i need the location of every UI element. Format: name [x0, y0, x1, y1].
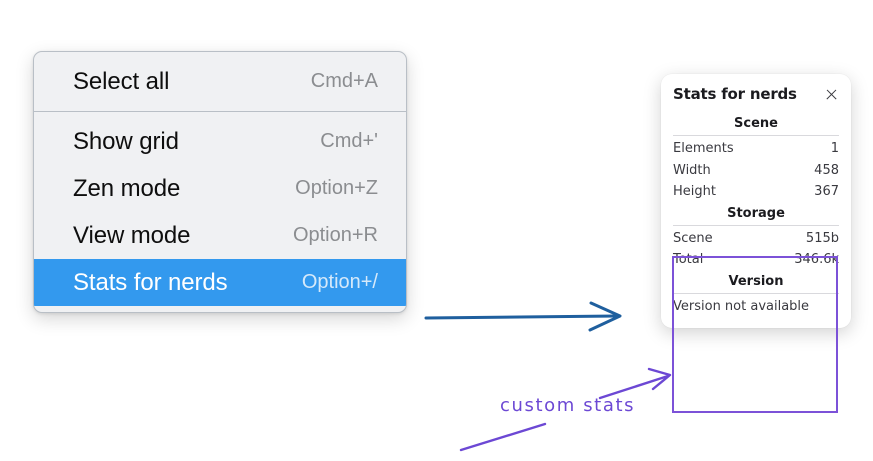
section-heading-scene: Scene	[734, 116, 778, 131]
menu-item-zen-mode[interactable]: Zen mode Option+Z	[34, 165, 406, 212]
menu-item-shortcut: Option+/	[301, 271, 378, 293]
stat-row-width: Width 458	[673, 160, 839, 182]
menu-separator	[34, 111, 406, 112]
menu-item-label: Show grid	[73, 127, 179, 155]
stat-key: Scene	[673, 230, 713, 246]
menu-item-label: Select all	[73, 67, 170, 95]
stat-key: Total	[673, 252, 704, 268]
stat-key: Width	[673, 162, 711, 178]
close-icon[interactable]	[824, 87, 839, 102]
menu-item-label: View mode	[73, 221, 191, 249]
menu-item-label: Zen mode	[73, 174, 181, 202]
stat-row-storage-total: Total 346.6k	[673, 249, 839, 271]
section-heading-version: Version	[728, 273, 784, 289]
section-scene: Scene Elements 1 Width 458 Height 367	[673, 113, 839, 203]
annotation-label-custom-stats: custom stats	[500, 395, 636, 416]
stats-for-nerds-panel: Stats for nerds Scene Elements 1 Width 4…	[661, 74, 851, 328]
menu-group-selection: Select all Cmd+A	[34, 52, 406, 111]
panel-title: Stats for nerds	[673, 85, 797, 103]
menu-item-shortcut: Option+Z	[295, 177, 378, 199]
stat-value: 515b	[805, 230, 839, 246]
menu-item-shortcut: Cmd+A	[310, 70, 378, 92]
section-divider	[673, 292, 839, 294]
stat-value: 458	[814, 162, 839, 178]
purple-arrow-to-highlight	[598, 367, 672, 400]
version-text: Version not available	[673, 298, 810, 314]
menu-item-shortcut: Option+R	[292, 224, 378, 246]
stat-key: Elements	[673, 141, 734, 156]
menu-item-shortcut: Cmd+'	[320, 130, 378, 152]
section-divider	[673, 224, 839, 226]
purple-underline-stroke	[459, 422, 547, 452]
section-storage: Storage Scene 515b Total 346.6k	[673, 203, 839, 271]
section-heading-storage: Storage	[727, 205, 785, 221]
stat-value: 346.6k	[794, 252, 839, 268]
menu-group-view: Show grid Cmd+' Zen mode Option+Z View m…	[34, 112, 406, 312]
menu-item-view-mode[interactable]: View mode Option+R	[34, 212, 406, 259]
menu-item-stats-for-nerds[interactable]: Stats for nerds Option+/	[34, 259, 406, 306]
canvas-context-menu[interactable]: Select all Cmd+A Show grid Cmd+' Zen mod…	[33, 51, 407, 313]
stat-key: Height	[673, 184, 716, 200]
stat-value: 1	[830, 141, 839, 156]
panel-header: Stats for nerds	[673, 85, 839, 103]
menu-item-label: Stats for nerds	[73, 268, 228, 296]
menu-item-show-grid[interactable]: Show grid Cmd+'	[34, 118, 406, 165]
stat-row-height: Height 367	[673, 181, 839, 203]
section-version: Version Version not available	[673, 271, 839, 314]
menu-item-select-all[interactable]: Select all Cmd+A	[34, 58, 406, 105]
stat-row-elements: Elements 1	[673, 138, 839, 160]
blue-arrow	[424, 301, 622, 332]
stat-row-storage-scene: Scene 515b	[673, 228, 839, 250]
stat-value: 367	[814, 184, 839, 200]
section-divider	[673, 135, 839, 136]
